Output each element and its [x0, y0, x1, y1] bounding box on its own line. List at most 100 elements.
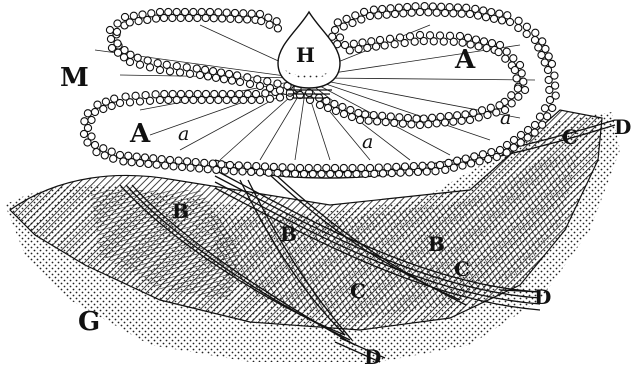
chain-cell: [430, 38, 437, 45]
chain-cell: [502, 55, 509, 62]
chain-cell: [334, 19, 341, 26]
chain-cell: [531, 121, 538, 128]
chain-cell: [156, 66, 163, 73]
chain-cell: [361, 8, 368, 15]
chain-cell: [273, 18, 280, 25]
chain-cell: [173, 63, 180, 70]
chain-cell: [450, 164, 457, 171]
chain-cell: [265, 169, 272, 176]
chain-cell: [482, 14, 489, 21]
chain-cell: [339, 103, 346, 110]
chain-cell: [474, 12, 481, 19]
chain-cell: [230, 168, 237, 175]
chain-cell: [542, 45, 549, 52]
chain-cell: [508, 92, 515, 99]
chain-cell: [244, 74, 251, 81]
chain-cell: [470, 109, 477, 116]
chain-cell: [91, 141, 98, 148]
chain-cell: [485, 156, 492, 163]
chain-cell: [531, 36, 538, 43]
chain-cell: [539, 121, 546, 128]
chain-cell: [511, 67, 518, 74]
chain-cell: [510, 55, 517, 62]
label-H: H: [296, 43, 315, 67]
chain-cell: [476, 158, 483, 165]
chain-cell: [411, 38, 418, 45]
chain-cell: [84, 110, 91, 117]
chain-cell: [541, 105, 548, 112]
chain-cell: [523, 30, 530, 37]
chain-cell: [531, 129, 538, 136]
chain-cell: [539, 38, 546, 45]
chain-cell: [544, 113, 551, 120]
chain-cell: [340, 110, 347, 117]
chain-cell: [423, 168, 430, 175]
chain-cell: [316, 101, 323, 108]
chain-cell: [183, 64, 190, 71]
chain-cell: [508, 100, 515, 107]
chain-cell: [81, 118, 88, 125]
chain-cell: [335, 170, 342, 177]
chain-cell: [472, 36, 479, 43]
chain-cell: [331, 26, 338, 33]
chain-cell: [480, 38, 487, 45]
chain-cell: [356, 116, 363, 123]
chain-cell: [514, 85, 521, 92]
chain-cell: [456, 32, 463, 39]
chain-cell: [266, 21, 273, 28]
chain-cell: [364, 44, 371, 51]
chain-cell: [331, 100, 338, 107]
chain-cell: [517, 131, 524, 138]
chain-cell: [91, 108, 98, 115]
label-M: M: [60, 63, 89, 93]
chain-cell: [324, 104, 331, 111]
chain-cell: [276, 87, 283, 94]
chain-cell: [532, 29, 539, 36]
chain-cell: [355, 109, 362, 116]
chain-cell: [495, 49, 502, 56]
chain-cell: [498, 17, 505, 24]
chain-cell: [110, 155, 117, 162]
chain-cell: [142, 92, 149, 99]
chain-cell: [510, 136, 517, 143]
chain-cell: [114, 40, 121, 47]
chain-cell: [100, 145, 107, 152]
chain-cell: [153, 15, 160, 22]
chain-cell: [517, 139, 524, 146]
chain-cell: [266, 84, 273, 91]
chain-cell: [513, 75, 520, 82]
chain-cell: [134, 54, 141, 61]
chain-cell: [84, 139, 91, 146]
label-a-left: a: [178, 123, 189, 145]
label-B-left: B: [172, 199, 189, 223]
chain-cell: [515, 93, 522, 100]
label-D-mid: D: [534, 285, 551, 309]
chain-cell: [478, 107, 485, 114]
chain-cell: [381, 42, 388, 49]
chain-cell: [136, 61, 143, 68]
chain-cell: [536, 113, 543, 120]
chain-cell: [122, 93, 129, 100]
chain-cell: [506, 18, 513, 25]
chain-cell: [94, 101, 101, 108]
chain-cell: [264, 78, 271, 85]
chain-cell: [440, 38, 447, 45]
chain-cell: [101, 152, 108, 159]
chain-cell: [346, 47, 353, 54]
chain-cell: [256, 10, 263, 17]
chain-cell: [352, 12, 359, 19]
chain-cell: [80, 130, 87, 137]
chain-cell: [373, 43, 380, 50]
chain-cell: [488, 40, 495, 47]
chain-cell: [397, 169, 404, 176]
label-G: G: [78, 307, 100, 337]
chain-cell: [108, 148, 115, 155]
chain-cell: [146, 64, 153, 71]
chain-cell: [503, 141, 510, 148]
chain-cell: [549, 104, 556, 111]
chain-cell: [102, 98, 109, 105]
chain-cell: [318, 170, 325, 177]
label-C-low: C: [350, 279, 366, 303]
chain-cell: [496, 146, 503, 153]
